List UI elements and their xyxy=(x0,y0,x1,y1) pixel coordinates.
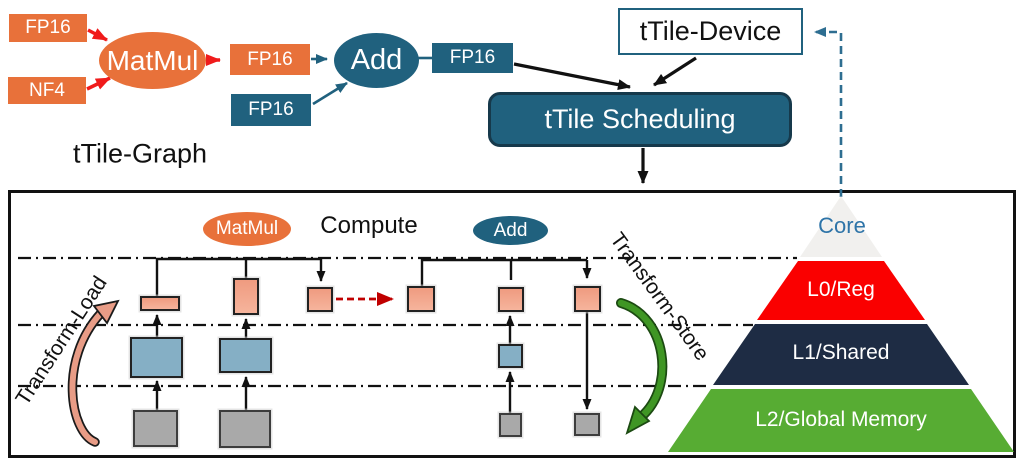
compute-label: Compute xyxy=(320,212,418,239)
nf4-input-box: NF4 xyxy=(8,77,86,104)
edge-fp16-to-matmul xyxy=(87,28,108,42)
reg-tile-5 xyxy=(498,287,524,312)
shared-tile-1 xyxy=(130,337,183,378)
edge-fp16-to-scheduling xyxy=(513,62,631,91)
matmul-node: MatMul xyxy=(99,32,206,89)
transform-store-arrowhead xyxy=(625,405,651,435)
shared-tile-2 xyxy=(219,338,272,373)
l1-shared-label: L1/Shared xyxy=(792,341,890,364)
global-tile-6 xyxy=(574,413,600,436)
edge-fp16b-to-add xyxy=(312,81,348,106)
fp16-input-box: FP16 xyxy=(9,14,87,42)
global-tile-5 xyxy=(499,413,522,437)
pyramid-l0-band xyxy=(757,261,925,320)
add-input-box: FP16 xyxy=(231,94,311,126)
reg-tile-3 xyxy=(307,287,333,312)
ttile-device-box: tTile-Device xyxy=(618,8,803,55)
matmul-input-connector xyxy=(155,257,321,296)
edge-nf4-to-matmul xyxy=(86,76,111,91)
memory-pyramid xyxy=(668,196,1014,452)
reg-tile-1 xyxy=(140,296,180,311)
reg-tile-6 xyxy=(574,286,601,312)
ttile-scheduling-box: tTile Scheduling xyxy=(488,92,792,147)
transform-load-arrowhead xyxy=(92,299,120,325)
matmul-output-box: FP16 xyxy=(230,44,310,75)
add-op-badge: Add xyxy=(473,216,548,245)
pyramid-l1-band xyxy=(713,324,969,385)
transform-store-arrow xyxy=(617,299,666,421)
reg-tile-4 xyxy=(407,286,435,312)
matmul-op-badge: MatMul xyxy=(203,212,291,246)
transform-load-arrow xyxy=(69,310,104,445)
ttile-graph-label: tTile-Graph xyxy=(72,138,208,169)
reg-tile-2 xyxy=(233,278,259,315)
pyramid-l2-band xyxy=(668,389,1014,452)
shared-tile-5 xyxy=(498,344,523,368)
edge-device-to-scheduling xyxy=(653,56,697,87)
add-output-box: FP16 xyxy=(432,43,513,73)
add-input-connector xyxy=(420,258,587,286)
global-tile-2 xyxy=(219,410,271,448)
pyramid-core-triangle xyxy=(800,196,882,257)
global-tile-1 xyxy=(133,410,178,447)
edge-core-to-device-dashed xyxy=(814,27,843,197)
core-label: Core xyxy=(818,213,866,238)
l0-reg-label: L0/Reg xyxy=(807,278,875,301)
add-node: Add xyxy=(334,33,419,88)
l2-global-label: L2/Global Memory xyxy=(755,408,927,431)
